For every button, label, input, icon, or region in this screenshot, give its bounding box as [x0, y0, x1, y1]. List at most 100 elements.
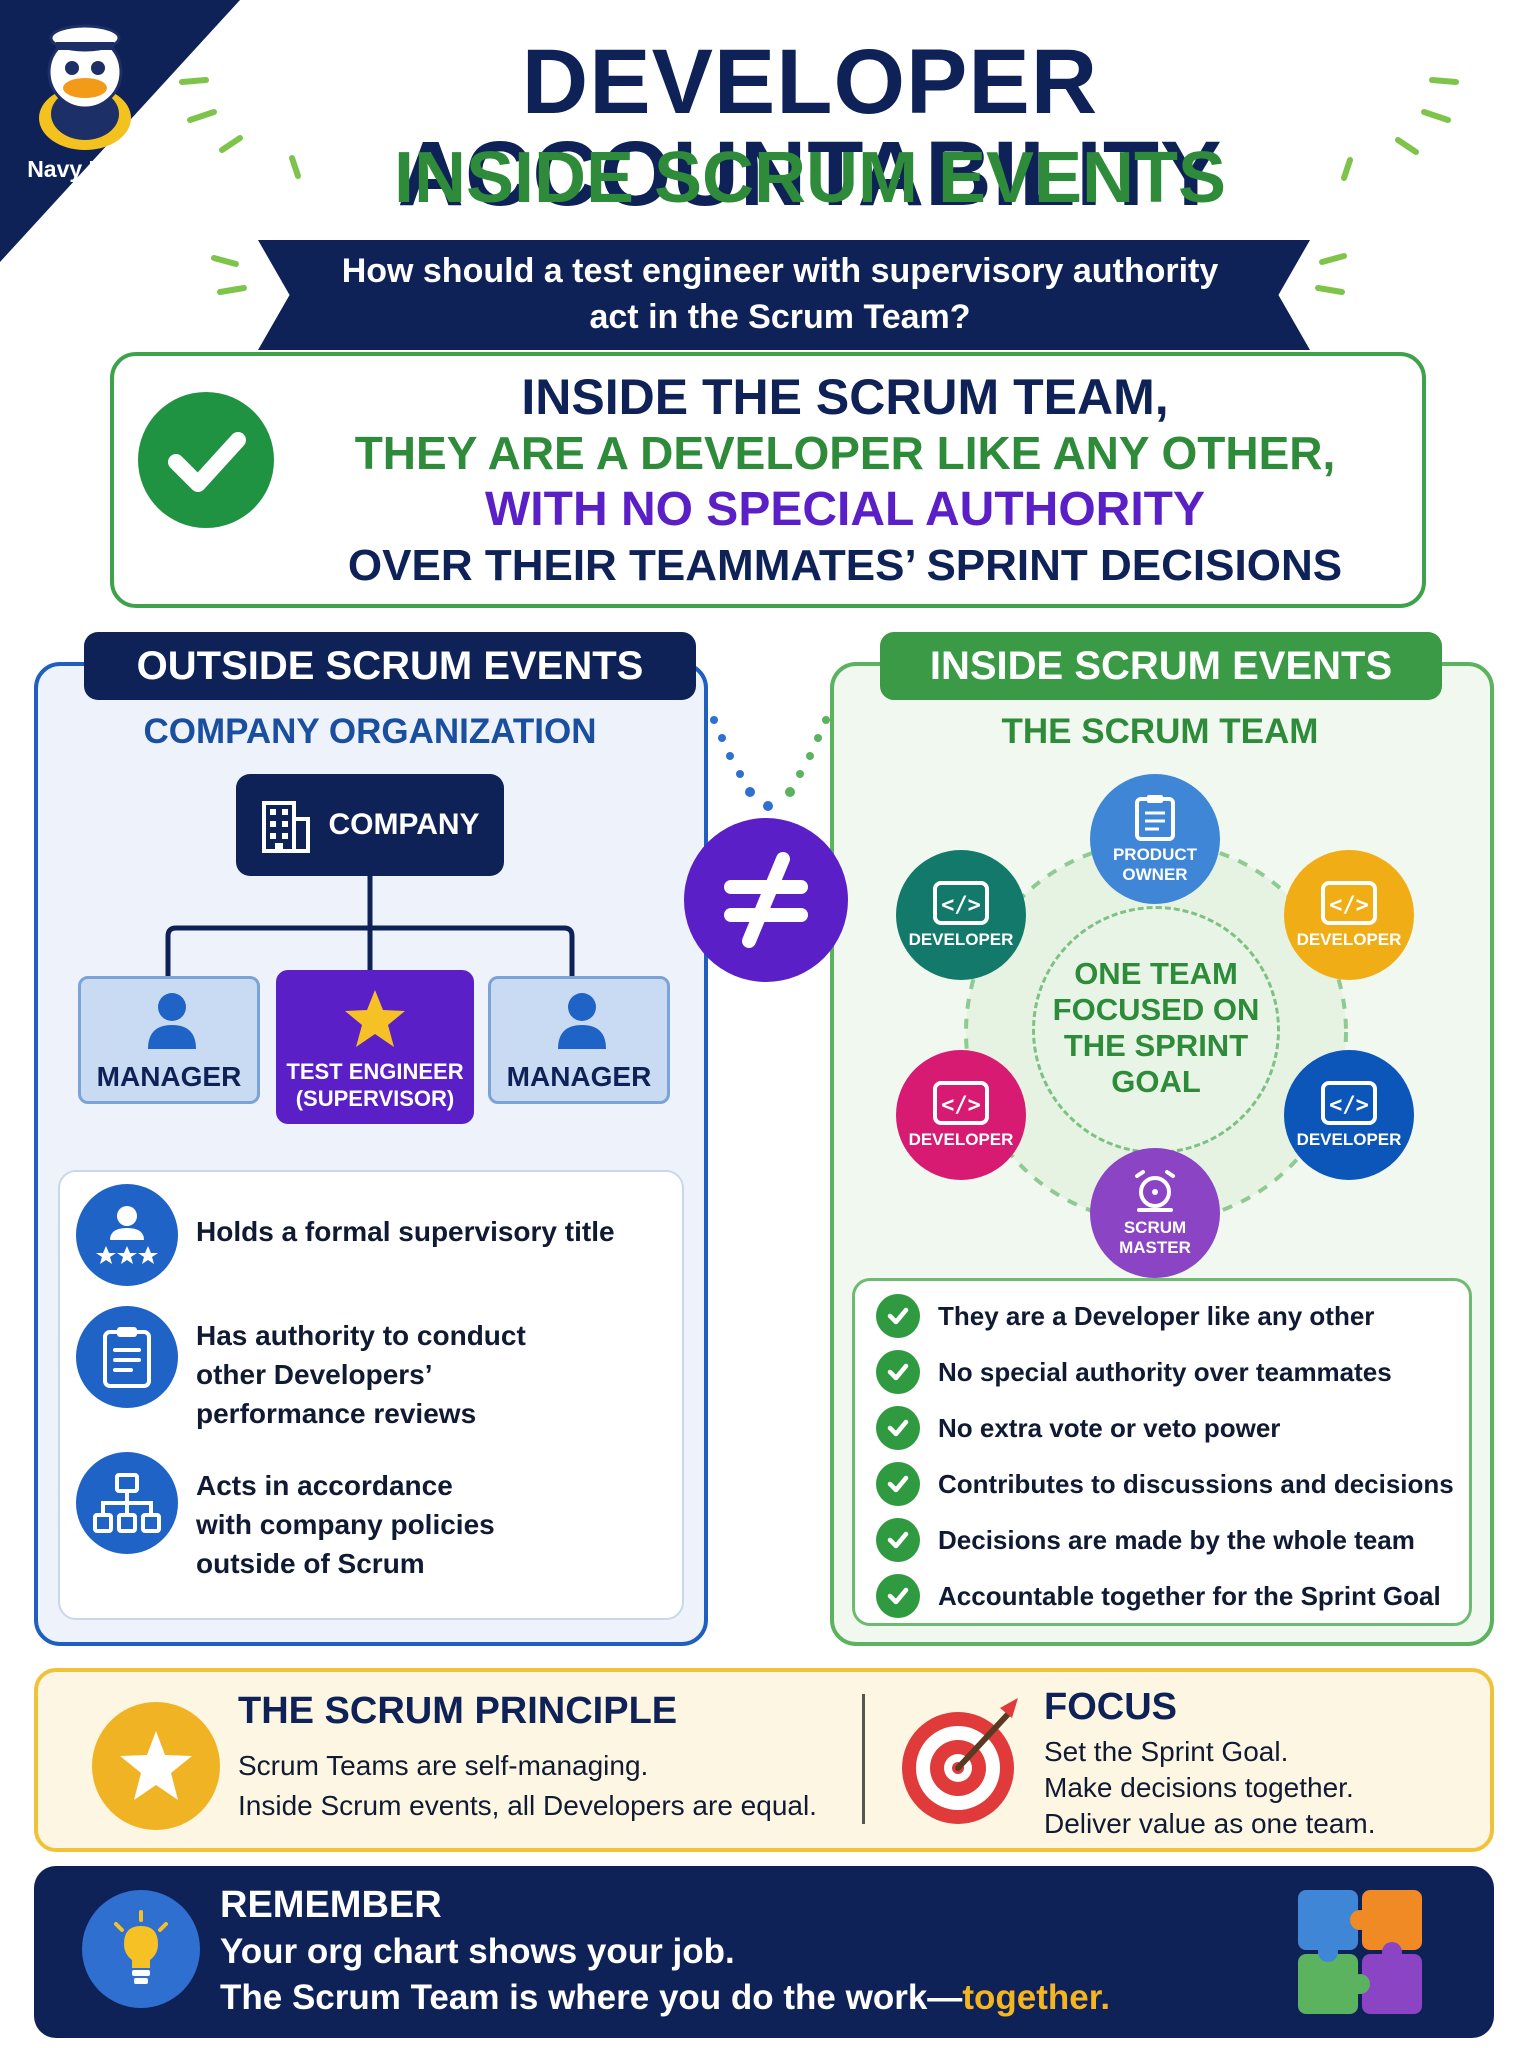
outside-item-3-line-2: with company policies: [196, 1509, 495, 1540]
page-subtitle: INSIDE SCRUM EVENTS: [393, 138, 1227, 218]
not-equal-icon: [684, 818, 848, 982]
role-developer-bottom-right: </> DEVELOPER: [1284, 1050, 1414, 1180]
test-engineer-line-1: TEST ENGINEER: [286, 1059, 464, 1084]
check-icon: [876, 1518, 920, 1562]
code-icon: </>: [1321, 881, 1377, 925]
role-developer-top-right: </> DEVELOPER: [1284, 850, 1414, 980]
principle-line-2: Inside Scrum events, all Developers are …: [238, 1790, 817, 1821]
inside-checklist-card: [852, 1278, 1472, 1626]
remember-banner: [34, 1866, 1494, 2038]
key-statement-box: [110, 352, 1426, 608]
checklist-item: No special authority over teammates: [938, 1357, 1392, 1387]
question-text: How should a test engineer with supervis…: [300, 248, 1260, 340]
svg-text:</>: </>: [1329, 1093, 1369, 1118]
scrum-master-line-2: MASTER: [1119, 1238, 1191, 1257]
code-icon: </>: [933, 1081, 989, 1125]
outside-item-2-line-3: performance reviews: [196, 1398, 477, 1429]
scrum-master-line-1: SCRUM: [1123, 1218, 1187, 1237]
goal-line-3: THE SPRINT: [1063, 1028, 1249, 1063]
manager-label: MANAGER: [96, 1061, 242, 1092]
star-icon: [92, 1702, 220, 1830]
role-label: PRODUCT OWNER: [1113, 845, 1197, 885]
manager-node-right: MANAGER: [488, 976, 670, 1104]
role-label: DEVELOPER: [908, 1130, 1014, 1149]
role-developer-top-left: </> DEVELOPER: [896, 850, 1026, 980]
checklist-item: Contributes to discussions and decisions: [938, 1469, 1454, 1499]
person-icon: [558, 993, 606, 1049]
check-icon: [876, 1574, 920, 1618]
outside-item-2-line-2: other Developers’: [196, 1359, 433, 1390]
org-structure-icon: [76, 1452, 178, 1554]
stopwatch-icon: [1135, 1170, 1175, 1212]
outside-scrum-tab: OUTSIDE SCRUM EVENTS: [84, 632, 696, 700]
remember-highlight: together.: [962, 1978, 1111, 2017]
statement-line-3: WITH NO SPECIAL AUTHORITY: [485, 483, 1205, 536]
scrum-team-heading: THE SCRUM TEAM: [1001, 712, 1319, 751]
question-line-1: How should a test engineer with supervis…: [341, 252, 1219, 290]
principle-title: THE SCRUM PRINCIPLE: [238, 1690, 678, 1732]
sprint-goal-text: ONE TEAM FOCUSED ON THE SPRINT GOAL: [1032, 956, 1280, 1100]
sprint-goal-circle: [1032, 906, 1280, 1154]
star-icon: [345, 990, 405, 1047]
statement-line-4: OVER THEIR TEAMMATES’ SPRINT DECISIONS: [347, 541, 1343, 590]
section-divider: [862, 1694, 865, 1824]
duck-mascot-icon: [39, 24, 131, 150]
inside-scrum-tab: INSIDE SCRUM EVENTS: [880, 632, 1442, 700]
role-developer-bottom-left: </> DEVELOPER: [896, 1050, 1026, 1180]
outside-item-1-line-1: Holds a formal supervisory title: [196, 1216, 615, 1247]
principle-focus-card: [34, 1668, 1494, 1852]
manager-node-left: MANAGER: [78, 976, 260, 1104]
check-icon: [876, 1406, 920, 1450]
test-engineer-label: TEST ENGINEER (SUPERVISOR): [276, 1058, 474, 1112]
svg-text:</>: </>: [1329, 893, 1369, 918]
outside-item-3-line-1: Acts in accordance: [196, 1470, 453, 1501]
person-icon: [148, 993, 196, 1049]
focus-line-2: Make decisions together.: [1044, 1772, 1354, 1803]
remember-line-1: Your org chart shows your job.: [220, 1932, 735, 1971]
dotted-divider: [710, 716, 830, 811]
svg-text:</>: </>: [941, 1093, 981, 1118]
outside-item-2: Has authority to conduct other Developer…: [196, 1316, 666, 1433]
org-chart-connectors: [165, 876, 575, 976]
principle-line-1: Scrum Teams are self-managing.: [238, 1750, 649, 1781]
remember-title: REMEMBER: [220, 1884, 442, 1926]
check-icon: [876, 1294, 920, 1338]
lightbulb-icon: [82, 1890, 200, 2008]
statement-line-2: THEY ARE A DEVELOPER LIKE ANY OTHER,: [354, 427, 1336, 479]
test-engineer-line-2: (SUPERVISOR): [295, 1086, 455, 1111]
focus-text: Set the Sprint Goal. Make decisions toge…: [1044, 1734, 1376, 1842]
remember-line-2-text: The Scrum Team is where you do the work—: [220, 1978, 963, 2017]
checklist-item: No extra vote or veto power: [938, 1413, 1281, 1443]
outside-item-1: Holds a formal supervisory title: [196, 1212, 666, 1251]
role-label: DEVELOPER: [908, 930, 1014, 949]
remember-line-2: The Scrum Team is where you do the work—…: [220, 1978, 1110, 2018]
clipboard-review-icon: [76, 1306, 178, 1408]
brand-name: Navy Duck: [27, 156, 145, 182]
code-icon: </>: [933, 881, 989, 925]
company-label: COMPANY: [328, 808, 480, 841]
statement-line-1: INSIDE THE SCRUM TEAM,: [521, 369, 1169, 425]
code-icon: </>: [1321, 1081, 1377, 1125]
check-icon: [876, 1350, 920, 1394]
decorative-sparks: [179, 77, 1459, 295]
focus-line-3: Deliver value as one team.: [1044, 1808, 1376, 1839]
puzzle-icon: [1298, 1890, 1422, 2014]
outside-item-2-line-1: Has authority to conduct: [196, 1320, 526, 1351]
clipboard-icon: [1135, 795, 1175, 841]
building-icon: [262, 801, 311, 853]
manager-label: MANAGER: [506, 1061, 652, 1092]
checklist-item: Accountable together for the Sprint Goal: [938, 1581, 1441, 1611]
check-icon: [876, 1462, 920, 1506]
page-title: DEVELOPER ACCOUNTABILITY: [397, 31, 1223, 225]
supervisor-stars-icon: [76, 1184, 178, 1286]
company-node: COMPANY: [236, 774, 504, 876]
question-banner: [258, 240, 1310, 350]
role-label: SCRUM MASTER: [1119, 1218, 1191, 1258]
goal-line-2: FOCUSED ON: [1052, 992, 1260, 1027]
role-product-owner: PRODUCT OWNER: [1090, 774, 1220, 904]
goal-line-4: GOAL: [1111, 1064, 1201, 1099]
role-scrum-master: SCRUM MASTER: [1090, 1148, 1220, 1278]
role-label: DEVELOPER: [1296, 1130, 1402, 1149]
test-engineer-node: TEST ENGINEER (SUPERVISOR): [276, 970, 474, 1124]
company-organization-heading: COMPANY ORGANIZATION: [143, 712, 597, 751]
